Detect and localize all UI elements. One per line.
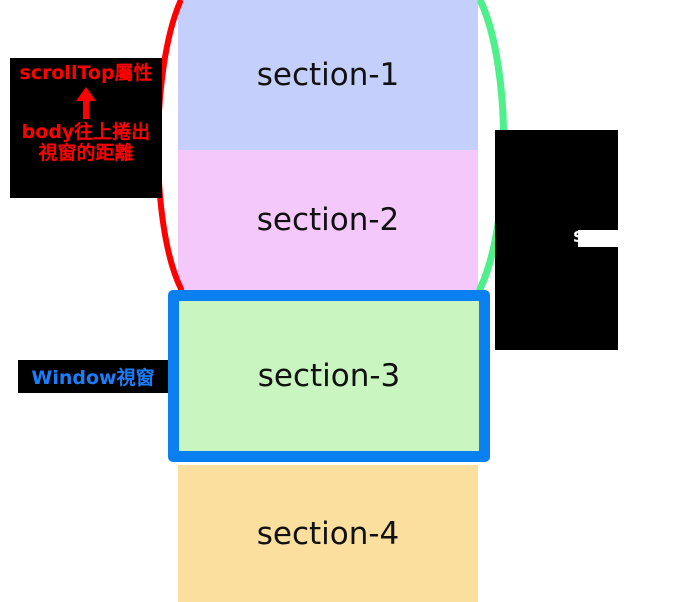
section-3-block: section-3 xyxy=(179,301,479,451)
section-2-block: section-2 xyxy=(178,150,478,290)
window-viewport-frame: section-3 xyxy=(168,290,490,462)
up-arrow-icon xyxy=(76,86,96,119)
window-label-badge: Window視窗 xyxy=(18,360,168,393)
section-1-label: section-1 xyxy=(256,57,400,93)
section-2-label: section-2 xyxy=(256,202,400,238)
scrollheight-highlight-bar xyxy=(578,230,662,247)
section-1-block: section-1 xyxy=(178,0,478,150)
section-3-label: section-3 xyxy=(257,358,401,394)
scrolltop-desc-line2: 視窗的距離 xyxy=(38,141,134,164)
scrollheight-label: Se xyxy=(573,228,593,246)
scrolltop-title: scrollTop屬性 xyxy=(19,62,153,84)
scrolltop-annotation: scrollTop屬性 body往上捲出 視窗的距離 xyxy=(10,58,162,198)
scrolltop-desc-line1: body往上捲出 xyxy=(21,120,151,143)
section-4-label: section-4 xyxy=(256,515,400,552)
section-4-block: section-4 xyxy=(178,465,478,602)
window-label-text: Window視窗 xyxy=(31,367,155,389)
